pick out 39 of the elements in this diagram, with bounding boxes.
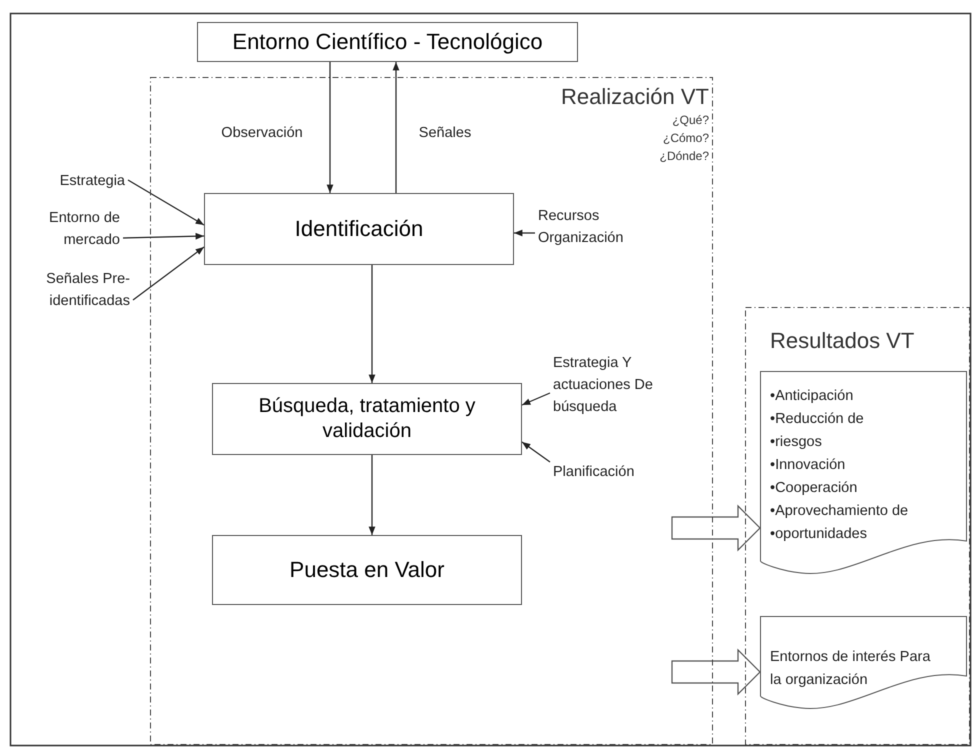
box-label: Entorno Científico - Tecnológico (232, 28, 543, 56)
process-box (204, 193, 514, 265)
process-box (212, 383, 522, 455)
arrow (368, 265, 376, 383)
box-label: Puesta en Valor (290, 556, 444, 584)
block-arrow (671, 504, 761, 552)
input-label: Recursos Organización (538, 207, 624, 248)
arrow (514, 230, 535, 236)
input-label: Planificación (553, 463, 634, 482)
bullet-item: •oportunidades (770, 525, 868, 544)
dash-dot-frame (745, 307, 970, 745)
input-label: Señales Pre-identificadas (45, 270, 130, 311)
group-title: Resultados VT (770, 327, 914, 354)
dash-dot-frame (150, 77, 713, 745)
arrow (132, 246, 204, 300)
bullet-item: •Innovación (770, 456, 846, 475)
arrow (522, 442, 550, 462)
bullet-item: •Aprovechamiento de (770, 502, 910, 521)
bullet-item: •Anticipación (770, 387, 854, 406)
group-title: Realización VT (561, 83, 709, 110)
arrow (122, 232, 204, 240)
input-label: Entorno de mercado (48, 209, 120, 250)
bullet-item: •Reducción de (770, 410, 865, 429)
arrow (368, 455, 376, 535)
arrow (392, 62, 400, 193)
input-label: Estrategia Y actuaciones De búsqueda (553, 354, 653, 417)
arrow (522, 392, 550, 406)
question-list: ¿Qué? ¿Cómo? ¿Dónde? (647, 110, 709, 164)
arrow (128, 179, 204, 226)
block-arrow (671, 648, 761, 696)
box-label: Identificación (294, 215, 424, 243)
document-text: Entornos de interés Para la organización (770, 648, 932, 690)
box-label: Búsqueda, tratamiento y validación (258, 394, 476, 444)
bullet-item: •riesgos (770, 433, 823, 452)
process-box (212, 535, 522, 605)
process-box (197, 22, 578, 62)
bullet-item: •Cooperación (770, 479, 858, 498)
input-label: Estrategia (60, 172, 125, 191)
arrow (326, 62, 334, 193)
